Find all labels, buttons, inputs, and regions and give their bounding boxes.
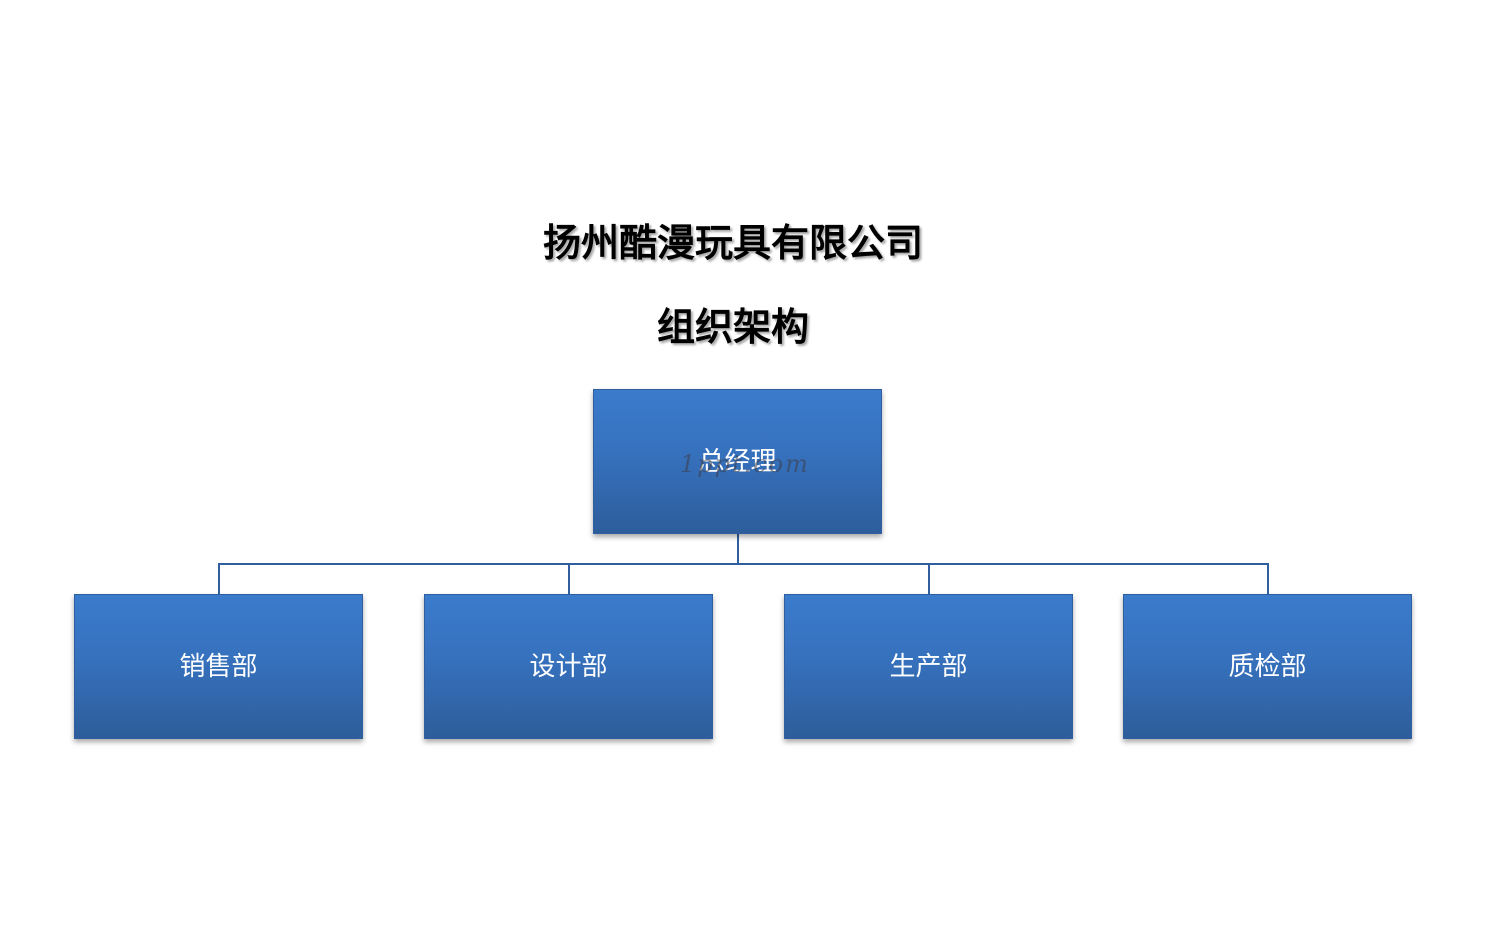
org-node-label: 总经理 xyxy=(698,447,777,477)
connector-down-design xyxy=(568,563,570,594)
org-node-label: 生产部 xyxy=(889,652,968,682)
connector-down-sales xyxy=(218,563,220,594)
connector-root-down xyxy=(737,534,739,564)
connector-horizontal-bus xyxy=(218,563,1269,565)
connector-down-quality xyxy=(1267,563,1269,594)
org-node-general-manager[interactable]: 总经理 xyxy=(593,389,882,534)
org-node-label: 质检部 xyxy=(1228,652,1307,682)
org-node-quality-dept[interactable]: 质检部 xyxy=(1123,594,1412,739)
org-node-production-dept[interactable]: 生产部 xyxy=(784,594,1073,739)
org-structure-subtitle: 组织架构 xyxy=(656,305,809,349)
org-node-design-dept[interactable]: 设计部 xyxy=(424,594,713,739)
company-name-title: 扬州酷漫玩具有限公司 xyxy=(542,221,923,265)
org-node-label: 销售部 xyxy=(179,652,258,682)
connector-down-production xyxy=(928,563,930,594)
org-node-sales-dept[interactable]: 销售部 xyxy=(74,594,363,739)
org-node-label: 设计部 xyxy=(529,652,608,682)
